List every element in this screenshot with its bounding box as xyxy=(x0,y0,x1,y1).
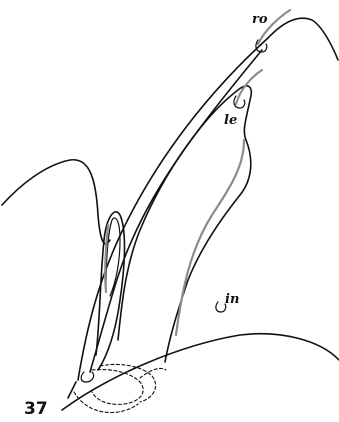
label-le: le xyxy=(224,113,237,128)
label-in: in xyxy=(225,292,239,307)
left-outer-contour xyxy=(2,160,110,244)
tip-stem xyxy=(68,382,76,398)
tip-loop xyxy=(81,372,93,382)
base-curve xyxy=(62,334,339,410)
label-ro: ro xyxy=(252,12,268,27)
dashed-structure-1 xyxy=(92,370,143,405)
top-right-cap-contour xyxy=(268,18,338,60)
figure-number: 37 xyxy=(24,399,48,419)
